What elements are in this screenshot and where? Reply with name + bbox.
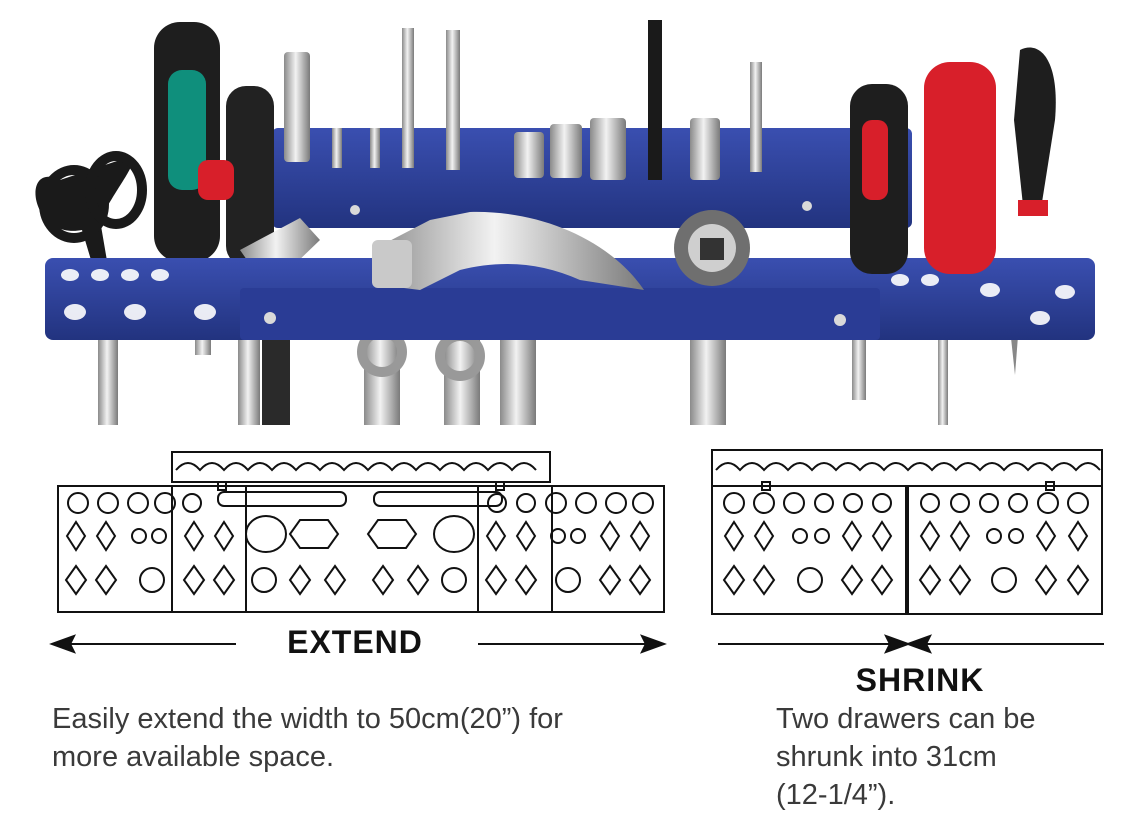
shrink-label: SHRINK <box>855 662 985 698</box>
hanging-tools <box>98 300 1020 425</box>
shrink-arrows <box>718 634 1104 654</box>
shrink-caption-line-2: shrunk into 31cm <box>776 741 997 773</box>
right-tools <box>850 47 1056 274</box>
shrink-caption-line-1: Two drawers can be <box>776 703 1036 735</box>
shrink-caption-line-3: (12-1/4”). <box>776 779 896 811</box>
extend-tray-outline <box>57 485 665 613</box>
extend-label: EXTEND <box>287 624 423 660</box>
tool-rack-photo <box>35 20 1095 425</box>
shrink-caption: Two drawers can be shrunk into 31cm (12-… <box>776 700 1116 814</box>
drawer-left-outline <box>711 485 907 615</box>
extend-back-strip <box>171 451 551 483</box>
extend-caption-line-2: more available space. <box>52 741 335 773</box>
extend-caption-line-1: Easily extend the width to 50cm(20”) for <box>52 703 563 735</box>
hammer-and-ratchet <box>372 210 750 290</box>
drawer-right-outline <box>907 485 1103 615</box>
extend-arrows <box>49 634 667 654</box>
socket-and-bit-row <box>284 20 762 180</box>
extend-shrink-diagram <box>49 449 1104 654</box>
extend-caption: Easily extend the width to 50cm(20”) for… <box>52 700 712 776</box>
rack-front-rail <box>240 288 880 340</box>
